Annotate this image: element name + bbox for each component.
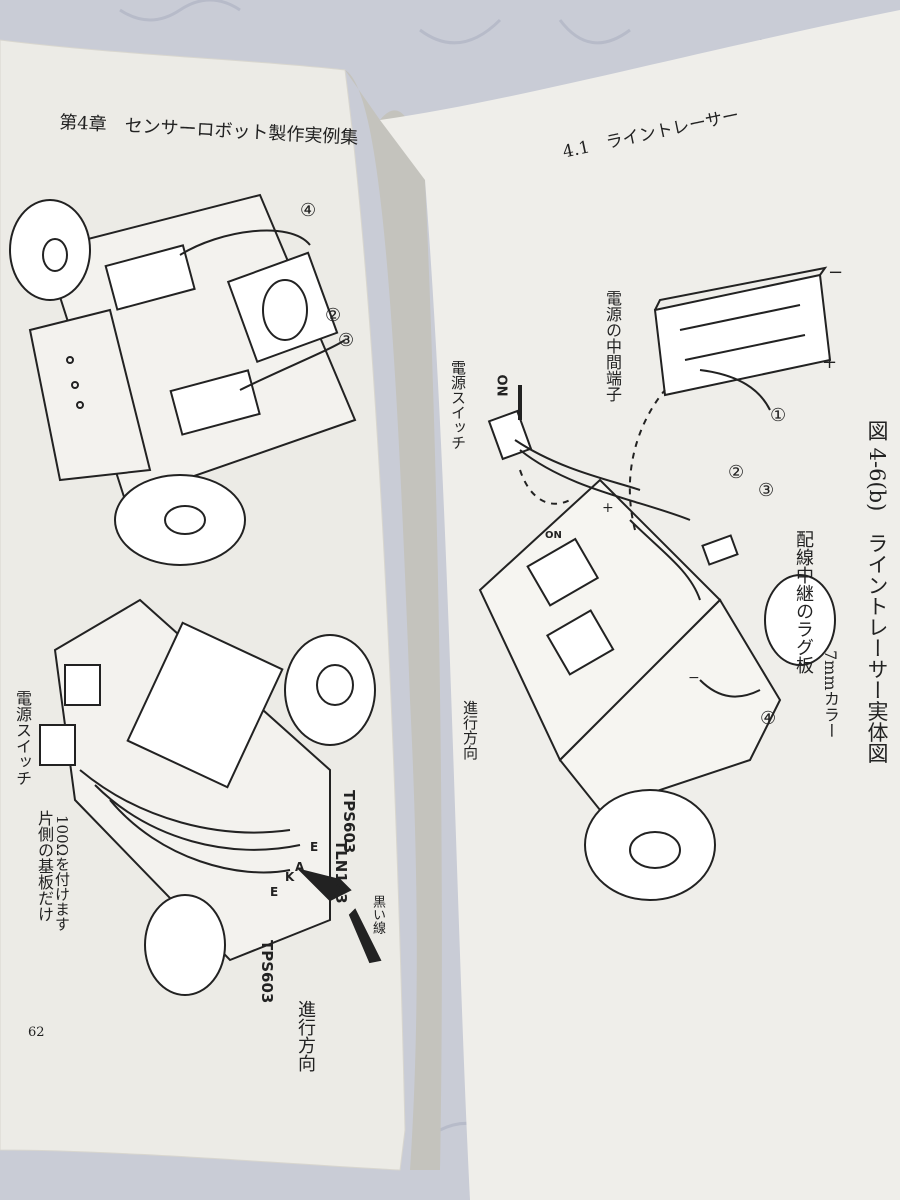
robot-diagram-bottom: [39, 598, 382, 996]
callout-2-right: ②: [728, 462, 745, 483]
battery-box-diagram: [653, 266, 832, 411]
callout-3-left: ③: [338, 330, 355, 351]
collar-label: 7mmカラー: [821, 650, 840, 739]
battery-minus: −: [828, 262, 844, 283]
switch-on-label: ON: [493, 374, 509, 397]
left-page-number: 62: [28, 1025, 45, 1040]
resistor-note-line2: 100Ωを付けます: [53, 815, 71, 932]
tps603-left-label: TPS603: [258, 940, 276, 1004]
callout-2-left: ②: [325, 305, 342, 326]
pin-k: K: [285, 870, 295, 884]
pin-e1: E: [270, 885, 279, 899]
figure-caption: 図 4-6(b) ライントレーサー実体図: [865, 420, 889, 764]
book-gutter: [345, 70, 442, 1170]
robot-diagram-top: [9, 193, 357, 566]
battery-plus: +: [822, 352, 838, 373]
resistor-note-line1: 片側の基板だけ: [35, 810, 54, 922]
right-power-switch-label: 電源スイッチ: [449, 360, 467, 450]
pin-e2: E: [310, 840, 319, 854]
left-travel-direction-label: 進行方向: [295, 1000, 316, 1072]
pin-a: A: [295, 860, 305, 874]
board-minus: −: [688, 670, 700, 686]
battery-terminal-label: 電源の中間端子: [603, 290, 622, 402]
right-travel-direction-label: 進行方向: [461, 700, 479, 760]
robot-diagram-right: [478, 385, 836, 901]
callout-1-right: ①: [770, 405, 787, 426]
callout-4-right: ④: [760, 708, 777, 729]
board-on-label: ON: [545, 530, 562, 541]
tps603-right-label: TPS603: [340, 790, 358, 854]
lug-plate-label: 配線中継のラグ板: [793, 530, 814, 674]
callout-3-right: ③: [758, 480, 775, 501]
left-power-switch-label: 電源スイッチ: [13, 690, 32, 786]
callout-4-left: ④: [300, 200, 317, 221]
black-line-label: 黒い線: [370, 895, 385, 934]
board-plus: +: [602, 500, 614, 516]
tln103-label: TLN103: [332, 840, 350, 904]
